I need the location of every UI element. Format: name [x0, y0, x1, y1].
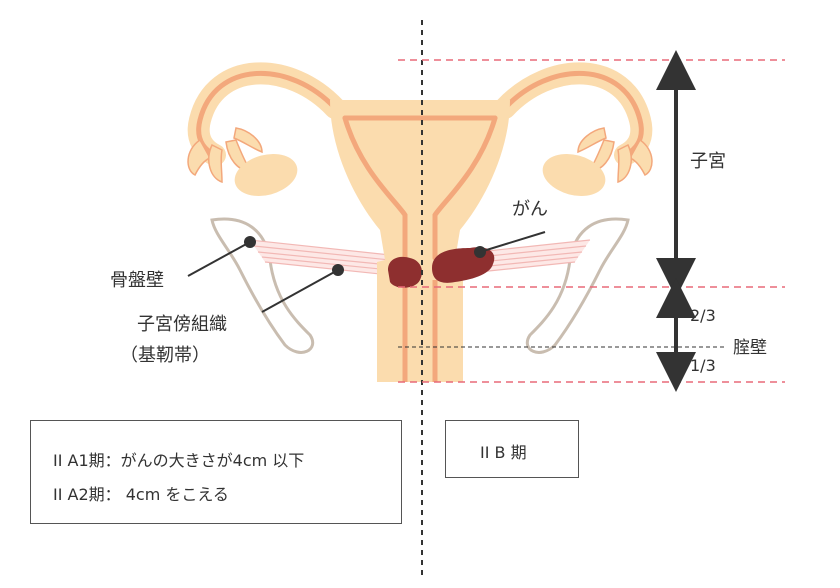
uterus	[330, 100, 510, 382]
fimbriae-right	[577, 127, 653, 184]
parametrium-left	[249, 239, 391, 276]
one-third-label: 1/3	[690, 356, 716, 375]
pointer-cancer	[474, 231, 546, 258]
stage-iia2-text: II A2期： 4cm をこえる	[53, 485, 229, 504]
pelvic-wall-label: 骨盤壁	[110, 270, 164, 291]
pointer-pelvic-wall	[187, 236, 256, 277]
stage-iib-text: II B 期	[480, 443, 527, 462]
cancer-label: がん	[512, 199, 548, 220]
vaginal-wall-label: 腟壁	[733, 338, 767, 358]
ovary-right	[542, 153, 606, 197]
cancer-mass-left	[388, 256, 422, 288]
fimbriae-left	[187, 127, 263, 184]
pelvic-bone-left	[210, 217, 314, 354]
pointer-parametrium	[261, 264, 344, 313]
stage-iib-box: II B 期	[445, 420, 579, 478]
stage-iia1-text: II A1期：がんの大きさが4cm 以下	[53, 451, 305, 470]
uterus-label: 子宮	[690, 151, 726, 172]
ovary-left	[234, 153, 298, 197]
two-thirds-label: 2/3	[690, 306, 716, 325]
pelvic-bone-right	[526, 217, 630, 354]
ligament-label: （基靭帯）	[120, 345, 210, 366]
stage-iia-box: II A1期：がんの大きさが4cm 以下 II A2期： 4cm をこえる	[30, 420, 402, 524]
parametrium-label: 子宮傍組織	[137, 314, 227, 335]
